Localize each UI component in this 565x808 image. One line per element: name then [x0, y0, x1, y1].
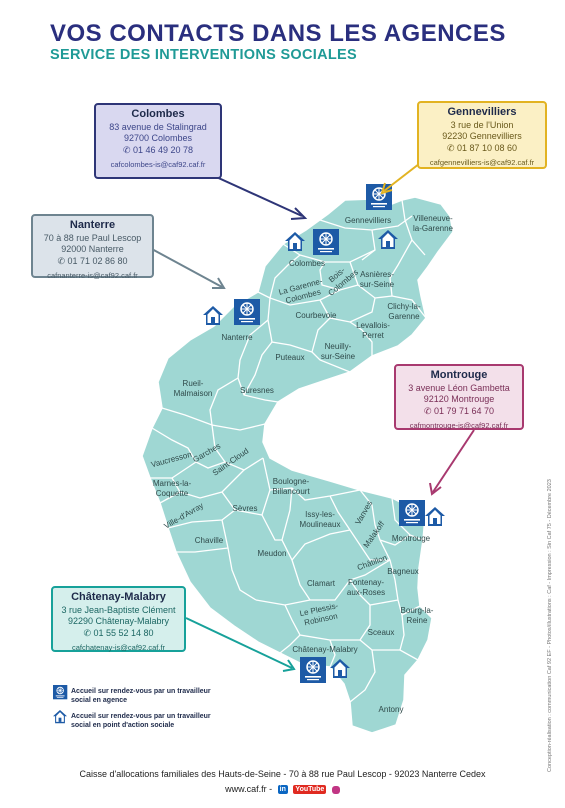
commune-colombes: Colombes [289, 259, 325, 268]
agency-email[interactable]: cafgennevilliers-is@caf92.caf.fr [429, 158, 535, 167]
agency-chatenay-malabry: Châtenay-Malabry 3 rue Jean-Baptiste Clé… [51, 586, 186, 652]
footer-address: Caisse d'allocations familiales des Haut… [79, 769, 486, 779]
agency-address: 3 rue de l'Union [450, 119, 514, 130]
commune-villeneuve: Villeneuve-la-Garenne [413, 214, 454, 233]
caf-office-icon-nanterre[interactable] [233, 298, 261, 326]
legend-action-point-text: Accueil sur rendez-vous par un travaille… [71, 713, 211, 729]
website-link[interactable]: www.caf.fr - [225, 784, 273, 794]
agency-city: 92120 Montrouge [423, 394, 495, 404]
department-shape [141, 196, 454, 734]
agency-email[interactable]: cafnanterre-is@caf92.caf.fr [47, 271, 138, 280]
agency-name: Nanterre [69, 219, 116, 231]
agency-address: 70 à 88 rue Paul Lescop [43, 232, 142, 243]
youtube-icon[interactable]: YouTube [293, 785, 327, 795]
legend-caf-icon [52, 684, 68, 700]
house-icon-nanterre[interactable] [203, 306, 223, 325]
agency-name: Châtenay-Malabry [71, 591, 166, 603]
agency-email[interactable]: cafmontrouge-is@caf92.caf.fr [409, 421, 509, 430]
commune-clamart: Clamart [307, 579, 336, 588]
commune-montrouge: Montrouge [392, 534, 431, 543]
commune-fontenay: Fontenay-aux-Roses [347, 578, 385, 597]
page-subtitle: SERVICE DES INTERVENTIONS SOCIALES [50, 47, 357, 63]
agency-name: Montrouge [430, 369, 488, 381]
commune-chatenay: Châtenay-Malabry [292, 645, 357, 654]
agency-city: 92000 Nanterre [61, 244, 124, 254]
agency-name: Colombes [131, 108, 185, 120]
agency-phone[interactable]: ✆ 01 79 71 64 70 [423, 405, 495, 416]
agency-email[interactable]: cafchatenay-is@caf92.caf.fr [71, 643, 166, 652]
agency-colombes: Colombes 83 avenue de Stalingrad 92700 C… [94, 103, 222, 179]
agency-address: 3 rue Jean-Baptiste Clément [61, 604, 176, 615]
linkedin-icon[interactable]: in [277, 785, 288, 795]
agency-city: 92290 Châtenay-Malabry [67, 616, 170, 626]
caf-office-icon-chatenay[interactable] [299, 656, 327, 684]
agency-city: 92700 Colombes [123, 133, 193, 143]
commune-gennevilliers: Gennevilliers [345, 216, 391, 225]
commune-marnes: Marnes-la-Coquette [153, 479, 192, 498]
legend-house-icon [53, 710, 67, 724]
commune-nanterre: Nanterre [221, 333, 253, 342]
commune-suresnes: Suresnes [240, 386, 274, 395]
agency-address: 83 avenue de Stalingrad [109, 121, 207, 132]
agency-phone[interactable]: ✆ 01 71 02 86 80 [57, 255, 128, 266]
commune-puteaux: Puteaux [275, 353, 304, 362]
commune-meudon: Meudon [258, 549, 287, 558]
commune-sceaux: Sceaux [368, 628, 395, 637]
commune-bourg-la-reine: Bourg-la-Reine [401, 606, 434, 625]
agency-montrouge: Montrouge 3 avenue Léon Gambetta 92120 M… [394, 364, 524, 430]
agency-name: Gennevilliers [447, 106, 517, 118]
agency-phone[interactable]: ✆ 01 46 49 20 78 [122, 144, 194, 155]
commune-bagneux: Bagneux [387, 567, 419, 576]
footer-links: www.caf.fr - in YouTube [0, 784, 565, 795]
commune-rueil: Rueil-Malmaison [174, 379, 213, 398]
print-credit: Conception-réalisation : communication C… [547, 479, 553, 772]
commune-asnieres: Asnières-sur-Seine [360, 270, 395, 289]
commune-issy: Issy-les-Moulineaux [300, 510, 341, 529]
caf-office-icon-colombes[interactable] [312, 228, 340, 256]
agency-email[interactable]: cafcolombes-is@caf92.caf.fr [110, 160, 206, 169]
commune-chaville: Chaville [195, 536, 224, 545]
caf-office-icon-montrouge[interactable] [398, 499, 426, 527]
agency-nanterre: Nanterre 70 à 88 rue Paul Lescop 92000 N… [31, 214, 154, 280]
commune-courbevoie: Courbevoie [296, 311, 337, 320]
page-title: VOS CONTACTS DANS LES AGENCES [50, 20, 506, 47]
agency-gennevilliers: Gennevilliers 3 rue de l'Union 92230 Gen… [417, 101, 547, 169]
legend-caf-office-text: Accueil sur rendez-vous par un travaille… [71, 688, 211, 704]
house-icon-montrouge[interactable] [425, 507, 445, 526]
commune-borders [150, 199, 427, 703]
commune-sevres: Sèvres [233, 504, 258, 513]
agency-city: 92230 Gennevilliers [442, 131, 522, 141]
instagram-icon[interactable] [331, 785, 340, 794]
commune-levallois: Levallois-Perret [356, 321, 390, 340]
commune-boulogne: Boulogne-Billancourt [272, 477, 310, 496]
agency-address: 3 avenue Léon Gambetta [408, 382, 510, 393]
commune-antony: Antony [379, 705, 404, 714]
commune-clichy: Clichy-la-Garenne [387, 302, 421, 321]
agency-phone[interactable]: ✆ 01 87 10 08 60 [446, 142, 518, 153]
commune-neuilly: Neuilly-sur-Seine [321, 342, 356, 361]
agency-phone[interactable]: ✆ 01 55 52 14 80 [83, 627, 154, 638]
